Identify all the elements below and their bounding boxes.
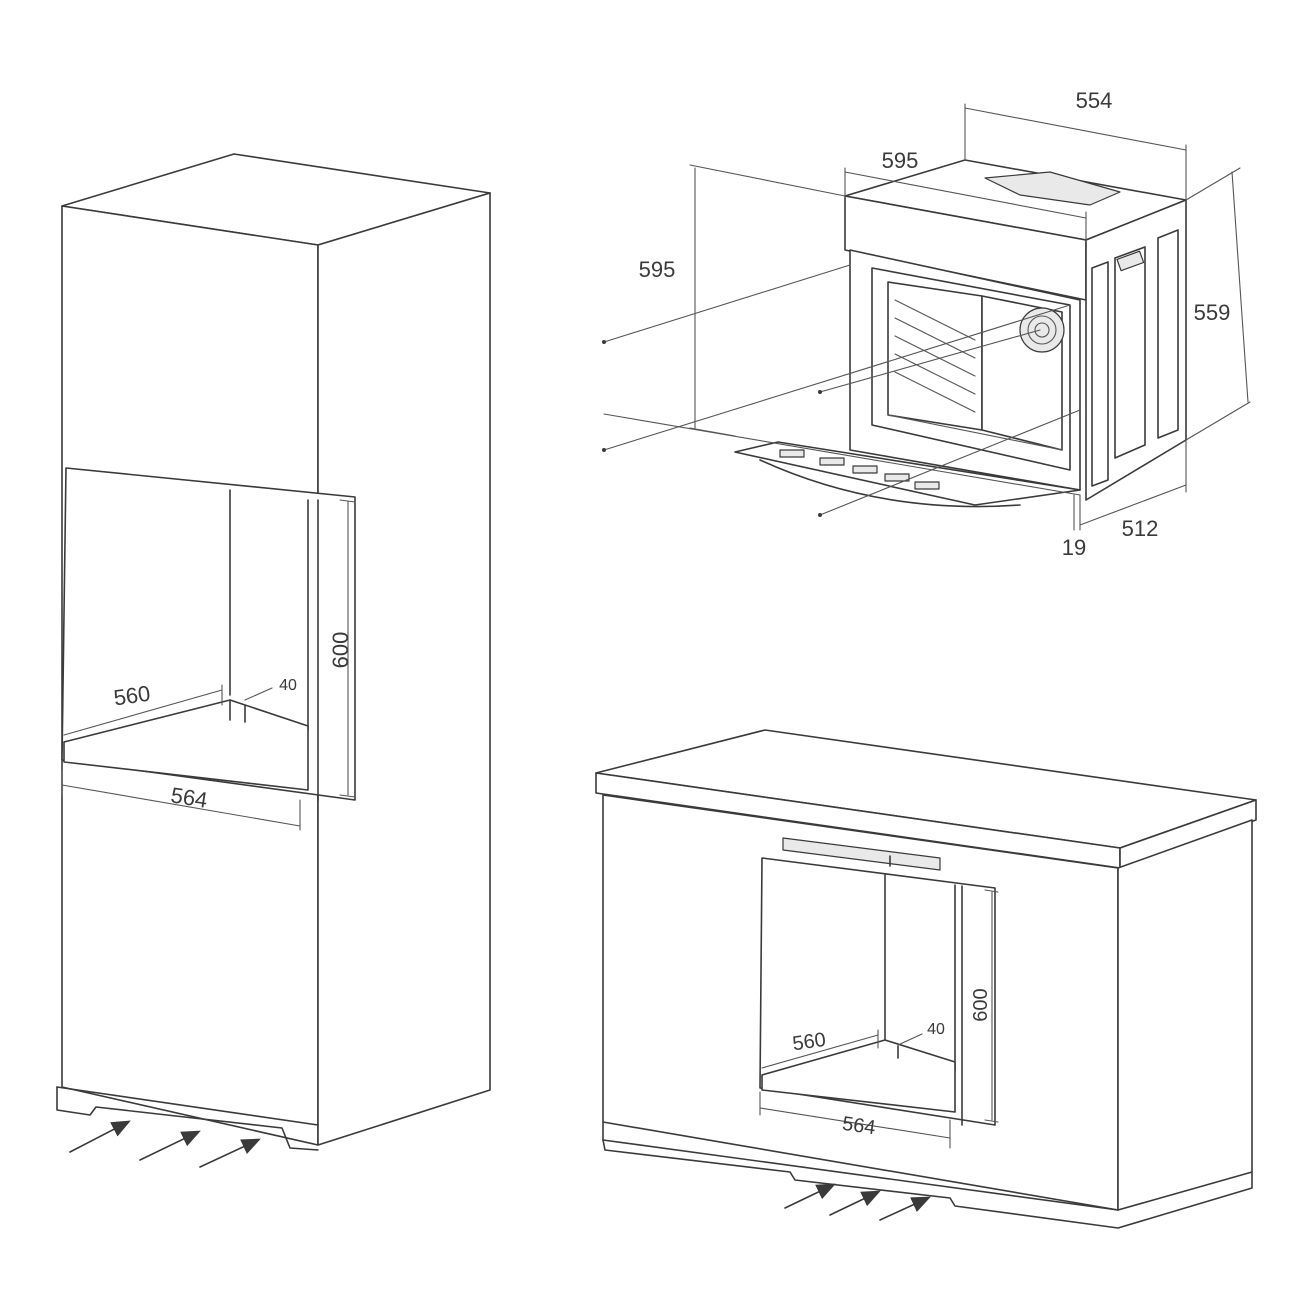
oven-side-height-label: 559: [1194, 300, 1231, 325]
oven-side-depth-label: 512: [1122, 516, 1159, 541]
tall-cabinet: 600 560 40 564: [56, 153, 491, 1168]
oven-door-thickness-label: 19: [1062, 535, 1086, 560]
airflow-arrow-icon: [69, 1120, 131, 1153]
oven-door-hinges: [779, 449, 940, 490]
base-niche-inner-width-label: 560: [791, 1029, 827, 1055]
tall-vent-gap-label: 40: [279, 677, 297, 694]
airflow-arrow-icon: [784, 1183, 836, 1209]
tall-niche-height-label: 600: [328, 632, 353, 669]
base-airflow: [784, 1183, 931, 1221]
base-cabinet: 600 560 40 564: [595, 729, 1257, 1229]
tall-niche-inner-width-label: 560: [112, 681, 152, 711]
oven-fan-icon: [1019, 307, 1065, 353]
airflow-arrow-icon: [139, 1130, 201, 1161]
tall-cabinet-side: [317, 192, 491, 1146]
oven-unit: 554 595 595 559 512 19: [602, 88, 1251, 560]
tall-airflow: [69, 1120, 261, 1168]
airflow-arrow-icon: [879, 1196, 931, 1221]
airflow-arrow-icon: [829, 1190, 881, 1216]
base-vent-gap-label: 40: [927, 1021, 945, 1038]
base-niche-height-label: 600: [970, 988, 992, 1021]
oven-front-width-label: 595: [882, 148, 919, 173]
airflow-arrow-icon: [199, 1138, 261, 1168]
tall-niche-outer-width-label: 564: [169, 782, 209, 812]
oven-front-height-label: 595: [639, 257, 676, 282]
base-niche-outer-width-label: 564: [841, 1113, 877, 1139]
oven-top-depth-label: 554: [1076, 88, 1113, 113]
